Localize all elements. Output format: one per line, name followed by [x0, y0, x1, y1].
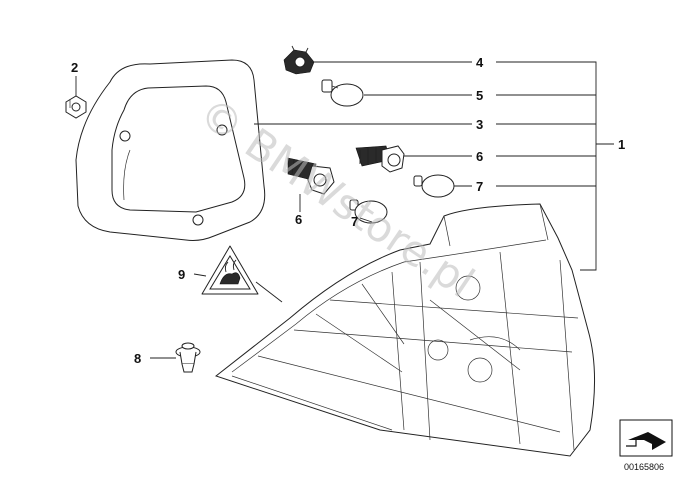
arrow-return-icon[interactable]: [619, 419, 673, 457]
bulb-socket-part-4: [283, 45, 315, 75]
reference-number: 00165806: [624, 462, 664, 472]
gasket-part-3: [75, 59, 266, 241]
callout-7-right: 7: [476, 179, 483, 194]
callout-6-left: 6: [295, 212, 302, 227]
warning-label-part-9: [201, 245, 259, 295]
hot-surface-warning-icon: [219, 259, 241, 285]
rear-light-housing-part-1: [214, 203, 596, 457]
callout-4: 4: [476, 55, 484, 70]
callout-8: 8: [134, 351, 141, 366]
callout-3: 3: [476, 117, 483, 132]
bulb-socket-part-6-right: [355, 145, 405, 173]
callout-2: 2: [71, 60, 78, 75]
leader-lines: [75, 61, 614, 359]
bulb-part-5: [321, 79, 364, 107]
bulb-part-7-left: [349, 199, 388, 224]
callout-9: 9: [178, 267, 185, 282]
callout-5: 5: [476, 88, 483, 103]
hex-nut-part-2: [65, 95, 87, 119]
callout-1: 1: [618, 137, 625, 152]
expanding-rivet-part-8: [175, 342, 201, 373]
bulb-socket-part-6-left: [287, 157, 335, 195]
callout-6-right: 6: [476, 149, 483, 164]
callout-7-left: 7: [351, 214, 358, 229]
bulb-part-7-right: [413, 174, 455, 198]
